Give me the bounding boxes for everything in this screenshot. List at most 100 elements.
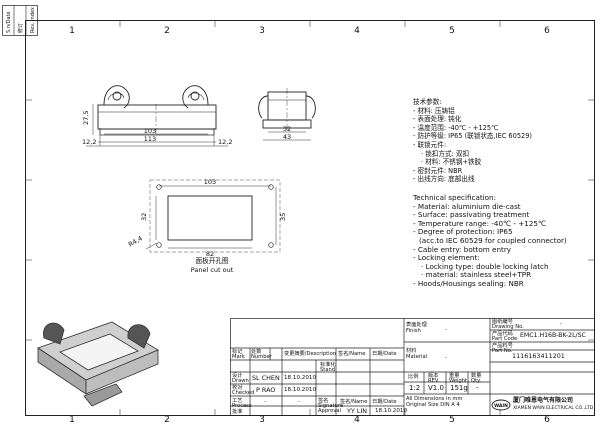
process-date: -: [298, 399, 300, 405]
description-label: 变更摘要/Description: [284, 351, 337, 357]
dim-cut-35: 35: [279, 213, 287, 221]
dim-side-43: 43: [283, 133, 291, 141]
dim-cut-32: 32: [140, 213, 148, 221]
units-note-2: Original Size DIN A 4: [406, 402, 460, 408]
svg-text:WAIN: WAIN: [494, 403, 508, 409]
spec-cn-4: - 防护等级: IP65 (联锁状态,IEC 60529): [413, 132, 532, 141]
drawing-no-label-en: Drawing No.: [492, 324, 524, 330]
drawn-label-en: Drawn: [232, 378, 249, 384]
grid-labels: 1 2 3 4 5 6 1 2 3 4 5 6: [69, 26, 550, 424]
weight-label-cn: 重量: [449, 373, 460, 379]
dim-side-32: 32: [283, 125, 291, 133]
approval-label-en: Approval: [318, 408, 342, 414]
spec-cn-5: - 联锁元件:: [413, 140, 447, 149]
spec-en-6: - Cable entry: bottom entry: [413, 244, 512, 254]
panel-cutout-dims: [145, 185, 277, 250]
spec-cn-9: - 出线方向: 底部出线: [413, 175, 475, 184]
panel-cut-title-en: Panel cut out: [191, 266, 234, 274]
material-value: -: [445, 355, 447, 361]
part-code-label-cn: 产品代码: [492, 331, 513, 337]
col-1-label: 1: [69, 26, 75, 36]
stand-label-cn: 标准化: [320, 362, 336, 368]
part-no-value: 1116163411201: [512, 352, 565, 360]
material-label-en: Material: [406, 354, 428, 360]
number-label-cn: 处数: [251, 349, 262, 355]
rev-label-en: REV.: [428, 378, 440, 384]
dim-cut-82: 82: [206, 250, 214, 258]
process-label-cn: 工艺: [232, 398, 243, 404]
panel-cut-title-cn: 面板开孔图: [196, 256, 229, 265]
checked-label-en: Checked: [232, 390, 255, 396]
front-view-dims: [86, 104, 228, 147]
spec-cn-3: - 温度范围: -40℃ - +125℃: [413, 123, 499, 132]
finish-label-en: Finish: [406, 328, 421, 334]
scale-label: 比例: [408, 374, 419, 380]
qty-label-en: Qty.: [471, 378, 482, 384]
rev-value: V1.0: [428, 384, 444, 392]
approval-label-cn: 批准: [232, 409, 243, 415]
company-logo: WAIN: [491, 399, 511, 411]
spec-en-10: - Hoods/Housings sealing: NBR: [413, 278, 524, 288]
spec-en-9: · material: stainless steel+TPR: [421, 270, 532, 280]
dim-12-2-right: 12,2: [218, 138, 232, 146]
spec-en-5: (acc.to IEC 60529 for coupled connector): [419, 235, 567, 245]
technical-spec: 技术参数: - 材料: 压铸铝 - 表面处理: 钝化 - 温度范围: -40℃ …: [413, 98, 598, 288]
approval-sig-date-label: 日期/Date: [372, 399, 397, 405]
col-2-label-bottom: 2: [164, 415, 170, 424]
dim-113: 113: [144, 135, 156, 143]
col-3-label-bottom: 3: [259, 415, 265, 424]
drawing-no-value: -: [560, 321, 562, 327]
spec-en-2: - Surface: passivating treatment: [413, 210, 530, 220]
spec-cn-6: · 锁扣方式: 双扣: [421, 149, 470, 158]
stand-label-en: Stand.: [320, 367, 337, 373]
col-5-label: 5: [449, 26, 455, 36]
front-view: [97, 85, 217, 136]
side-view-dims: [263, 131, 311, 141]
scale-value: 1:2: [409, 384, 421, 392]
signature-label-en: Signature: [318, 403, 344, 409]
col-6-label-bottom: 6: [544, 415, 550, 424]
drawn-date: 18.10.2010: [284, 375, 317, 381]
checked-label-cn: 校对: [232, 385, 243, 391]
process-label-en: Process: [232, 403, 252, 409]
revision-stamp: [2, 5, 38, 36]
mark-label-cn: 标记: [232, 349, 243, 355]
spec-en-7: - Locking element:: [413, 253, 480, 263]
checked-name: P RAO: [256, 386, 276, 394]
panel-cutout: [149, 179, 281, 253]
signature-label-cn: 签名: [318, 398, 329, 404]
drawn-name: SL CHEN: [252, 374, 280, 382]
title-block-grid: [230, 318, 595, 416]
checked-date: 18.10.2010: [284, 387, 317, 393]
number-label-en: Number: [251, 354, 272, 360]
grid-ticks: [25, 20, 595, 416]
dim-12-2-left: 12,2: [82, 138, 96, 146]
qty-label-cn: 数量: [471, 373, 482, 379]
spec-cn-1: - 材料: 压铸铝: [413, 106, 455, 115]
approval-date: 18.10.2010: [375, 408, 408, 414]
drawing-no-label-cn: 图纸编号: [492, 319, 513, 325]
units-note-1: All Dimensions in mm: [406, 396, 463, 402]
spec-en-3: - Temperature range: -40℃ - +125℃: [413, 218, 547, 228]
spec-cn-8: - 密封元件: NBR: [413, 166, 463, 175]
weight-value: 151g: [450, 384, 468, 392]
spec-cn-2: - 表面处理: 钝化: [413, 115, 462, 124]
revision-stamp-text: S.n/Date 修订 Rev. Index: [6, 7, 36, 33]
spec-cn-7: · 材料: 不锈钢+铁胶: [421, 158, 482, 167]
company-name-cn: 厦门唯恩电气有限公司: [513, 397, 574, 404]
dim-cut-103: 103: [204, 178, 216, 186]
col-6-label: 6: [544, 26, 550, 36]
dim-cut-r: R4,4: [127, 234, 144, 248]
col-1-label-bottom: 1: [69, 415, 75, 424]
approval-sig-name-label: 签名/Name: [340, 399, 368, 405]
col-3-label: 3: [259, 26, 265, 36]
col-5-label-bottom: 5: [449, 415, 455, 424]
qty-value: -: [476, 384, 479, 392]
spec-en-1: - Material: aluminium die-cast: [413, 201, 521, 211]
col-4-label: 4: [354, 26, 360, 36]
spec-en-4: - Degree of protection: IP65: [413, 227, 513, 237]
isometric-view: [37, 321, 159, 407]
finish-label-cn: 表面处理: [406, 322, 427, 328]
weight-label-en: Weight: [449, 378, 468, 384]
